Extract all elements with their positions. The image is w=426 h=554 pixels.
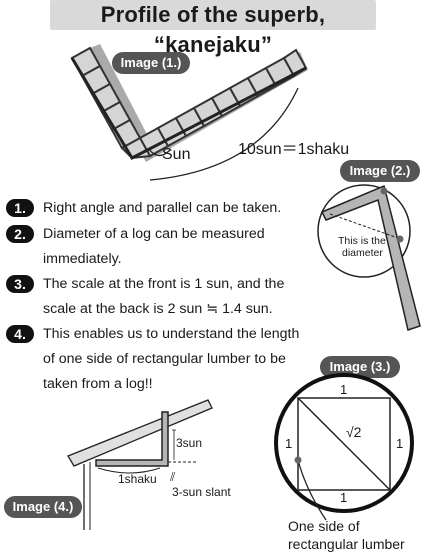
roof-beam — [67, 399, 213, 467]
sun-angle-arc — [147, 147, 171, 157]
item-number: 1. — [6, 199, 34, 217]
image-2-note-line1: This is the — [338, 235, 386, 247]
scale-arc — [149, 87, 299, 181]
image-1-sun-label: Sun — [162, 146, 191, 163]
item-line: of one side of rectangular lumber to be — [43, 351, 286, 367]
item-number: 4. — [6, 325, 34, 343]
image-3-caption-line2: rectangular lumber — [288, 536, 405, 552]
diameter-point-top — [380, 187, 388, 195]
item-line: Right angle and parallel can be taken. — [43, 200, 282, 216]
shaku-arc — [97, 467, 161, 474]
item-line: scale at the back is 2 sun ≒ 1.4 sun. — [43, 301, 273, 317]
image-1-scale-label: 10sun＝1shaku — [238, 141, 350, 158]
image-2-note-line2: diameter — [342, 247, 383, 259]
item-line: The scale at the front is 1 sun, and the — [43, 276, 285, 292]
image-3-side-left: 1 — [285, 436, 293, 451]
square-on-roof — [95, 411, 169, 467]
inscribed-square — [297, 397, 391, 491]
image-4-slant-mark: ⫽ — [170, 470, 176, 484]
image-3-badge: Image (3.) — [320, 356, 400, 378]
item-line: immediately. — [43, 251, 122, 267]
item-line: This enables us to understand the length — [43, 326, 300, 342]
square-diagonal — [297, 397, 391, 491]
diameter-point-bottom — [396, 235, 404, 243]
item-number: 3. — [6, 275, 34, 293]
image-1-badge: Image (1.) — [112, 52, 190, 74]
square-on-log — [320, 184, 421, 331]
page-title: Profile of the superb, “kanejaku” — [50, 0, 376, 57]
image-4-3sun-label: 3sun — [176, 436, 203, 450]
image-4-slant-label: 3-sun slant — [172, 485, 231, 499]
highlighted-side-marker — [297, 459, 327, 521]
image-3-caption-line1: One side of — [288, 518, 360, 534]
image-3-side-right: 1 — [396, 436, 404, 451]
item-line: Diameter of a log can be measured — [43, 226, 265, 242]
square-outline — [70, 57, 307, 160]
image-4-badge: Image (4.) — [4, 496, 82, 518]
image-3-diagonal-label: √2 — [346, 424, 362, 440]
image-3-side-top: 1 — [340, 382, 348, 397]
image-3-side-bottom: 1 — [340, 490, 348, 505]
item-line: taken from a log!! — [43, 376, 153, 392]
side-point — [294, 456, 302, 464]
image-2-badge: Image (2.) — [340, 160, 420, 182]
item-number: 2. — [6, 225, 34, 243]
height-brace — [172, 429, 176, 460]
diameter-line — [329, 213, 399, 239]
image-4-1shaku-label: 1shaku — [118, 472, 157, 486]
